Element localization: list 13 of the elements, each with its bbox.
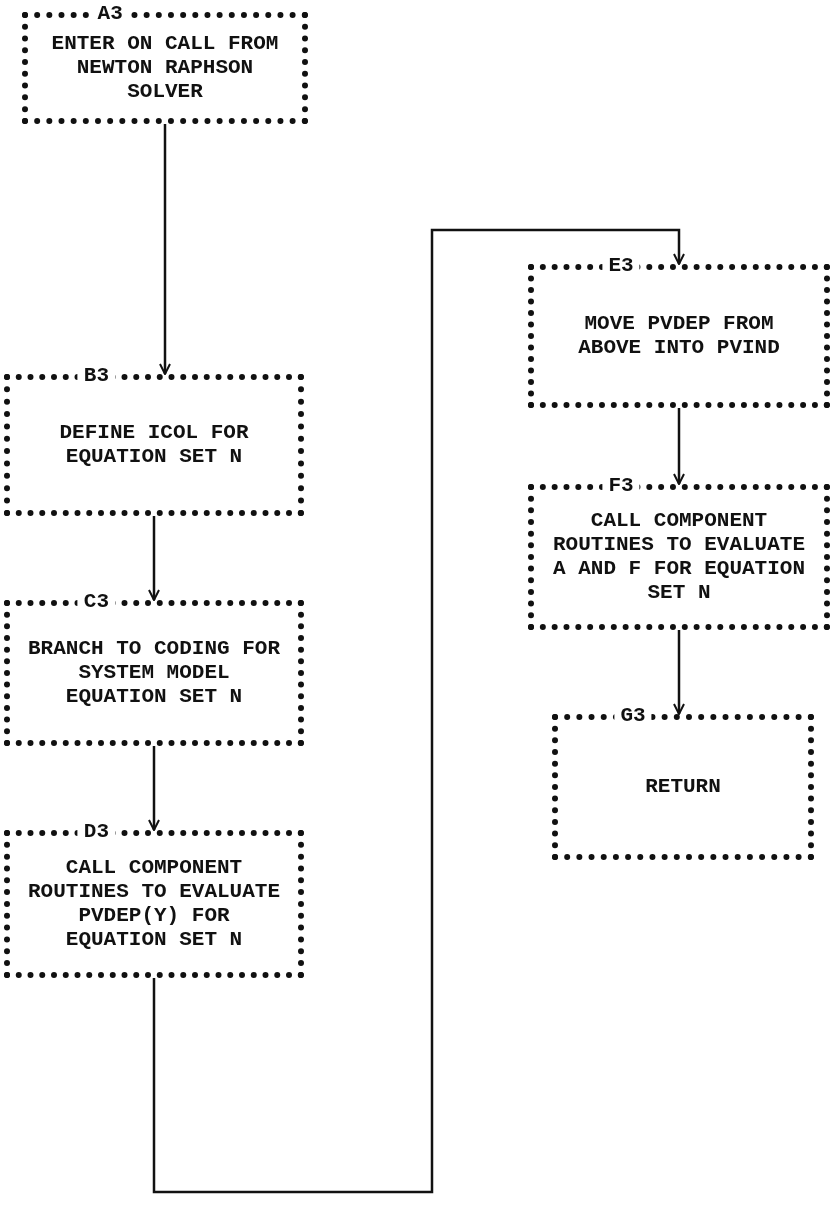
box-text: CALL COMPONENT ROUTINES TO EVALUATE A AND F FOR EQUATION SET N xyxy=(551,509,806,605)
box-text: CALL COMPONENT ROUTINES TO EVALUATE PVDEP(Y) FOR EQUATION SET N xyxy=(27,856,281,952)
arrow xyxy=(148,516,160,601)
arrow xyxy=(152,228,685,1194)
box-text: DEFINE ICOL FOR EQUATION SET N xyxy=(58,421,250,469)
box-text: MOVE PVDEP FROM ABOVE INTO PVIND xyxy=(577,312,781,360)
box-text: BRANCH TO CODING FOR SYSTEM MODEL EQUATION SET N xyxy=(27,637,281,709)
box-text: ENTER ON CALL FROM NEWTON RAPHSON SOLVER xyxy=(50,32,280,104)
arrow xyxy=(159,124,171,375)
arrow xyxy=(673,408,685,485)
box-text: RETURN xyxy=(644,775,722,799)
arrow xyxy=(148,746,160,831)
arrow xyxy=(673,630,685,715)
